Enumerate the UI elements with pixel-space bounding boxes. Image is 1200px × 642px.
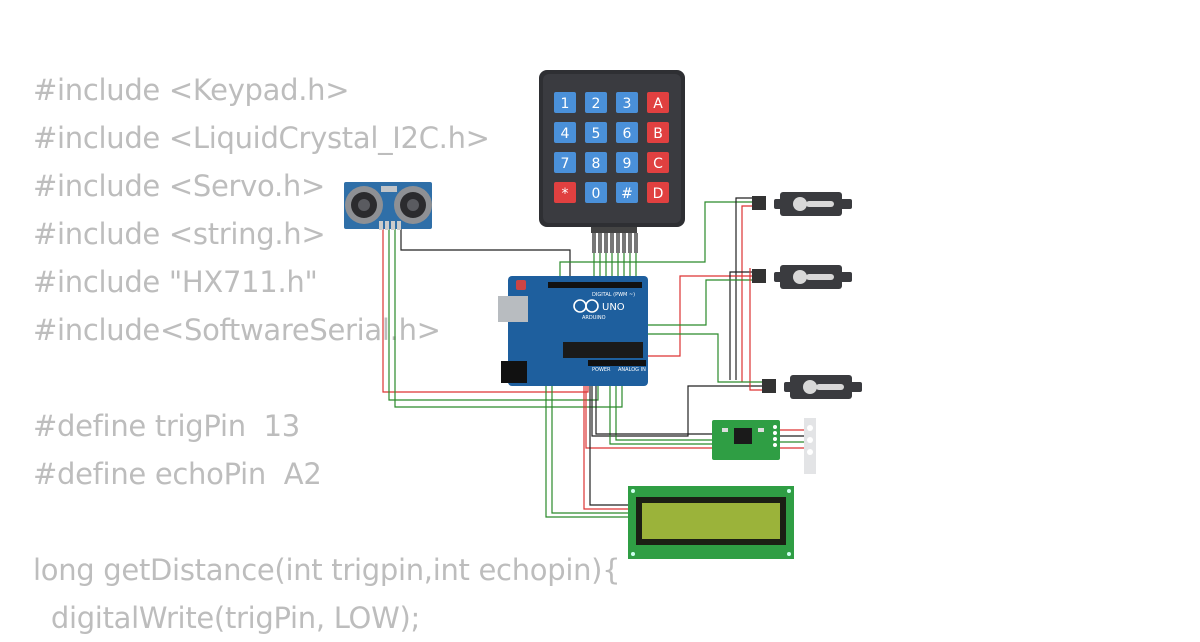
load-cell <box>804 418 816 474</box>
keypad-key <box>616 182 638 203</box>
arduino-uno: UNO ARDUINO DIGITAL (PWM ~) POWER ANALOG… <box>498 276 648 386</box>
keypad-key <box>616 92 638 113</box>
power-jack <box>501 361 527 383</box>
keypad-key <box>585 92 607 113</box>
arduino-logo <box>573 299 599 313</box>
code-line: #include <Servo.h> <box>33 169 325 203</box>
code-line: long getDistance(int trigpin,int echopin… <box>33 553 621 587</box>
keypad-key <box>585 122 607 143</box>
keypad-key <box>616 122 638 143</box>
code-line: #define trigPin 13 <box>33 409 300 443</box>
code-line: digitalWrite(trigPin, LOW); <box>33 601 420 635</box>
keypad-key-label: 9 <box>623 156 632 172</box>
keypad-key <box>616 152 638 173</box>
usb-port <box>498 296 528 322</box>
keypad-key-label: 5 <box>592 126 601 142</box>
hx711-module <box>712 420 780 460</box>
servo-top <box>752 192 852 216</box>
code-line: #define echoPin A2 <box>33 457 322 491</box>
keypad-key <box>554 182 576 203</box>
keypad-key-label: 4 <box>561 126 570 142</box>
code-line: #include <string.h> <box>33 217 326 251</box>
ultrasonic-sensor <box>344 182 432 230</box>
digital-label: DIGITAL (PWM ~) <box>592 292 635 298</box>
microcontroller-chip <box>563 342 643 358</box>
keypad-key <box>647 92 669 113</box>
code-line: #include<SoftwareSerial.h> <box>33 313 441 347</box>
code-background: #include <Keypad.h> #include <LiquidCryst… <box>33 66 621 642</box>
arduino-brand: ARDUINO <box>582 315 606 321</box>
keypad-key-label: # <box>621 186 633 202</box>
keypad-key <box>585 182 607 203</box>
keypad-key <box>554 92 576 113</box>
reset-button <box>516 280 526 290</box>
code-line: #include <Keypad.h> <box>33 73 350 107</box>
keypad-key-label: 0 <box>592 186 601 202</box>
keypad-connector <box>592 233 638 253</box>
lcd-display <box>628 486 794 559</box>
analog-label: ANALOG IN <box>618 367 646 373</box>
keypad-key-label: 8 <box>592 156 601 172</box>
arduino-model: UNO <box>602 302 625 313</box>
keypad-key <box>647 182 669 203</box>
keypad: 1 2 3 A 4 5 6 B 7 8 9 C * 0 # D <box>539 70 685 253</box>
keypad-key-label: 3 <box>623 96 632 112</box>
keypad-key-label: * <box>562 186 569 202</box>
keypad-key-label: 6 <box>623 126 632 142</box>
keypad-key <box>647 122 669 143</box>
keypad-key <box>585 152 607 173</box>
keypad-key-label: C <box>653 156 663 172</box>
keypad-key <box>554 152 576 173</box>
keypad-keys: 1 2 3 A 4 5 6 B 7 8 9 C * 0 # D <box>554 92 669 203</box>
power-label: POWER <box>592 367 611 373</box>
keypad-key-label: D <box>653 186 664 202</box>
keypad-key <box>647 152 669 173</box>
servo-middle <box>752 265 852 289</box>
wires <box>382 197 806 518</box>
keypad-key-label: B <box>653 126 663 142</box>
keypad-key-label: A <box>653 96 663 112</box>
code-line: #include <LiquidCrystal_I2C.h> <box>33 121 490 155</box>
keypad-key-label: 1 <box>561 96 570 112</box>
keypad-key-label: 7 <box>561 156 570 172</box>
keypad-key <box>554 122 576 143</box>
code-line: #include "HX711.h" <box>33 265 318 299</box>
keypad-key-label: 2 <box>592 96 601 112</box>
servo-bottom <box>762 375 862 399</box>
